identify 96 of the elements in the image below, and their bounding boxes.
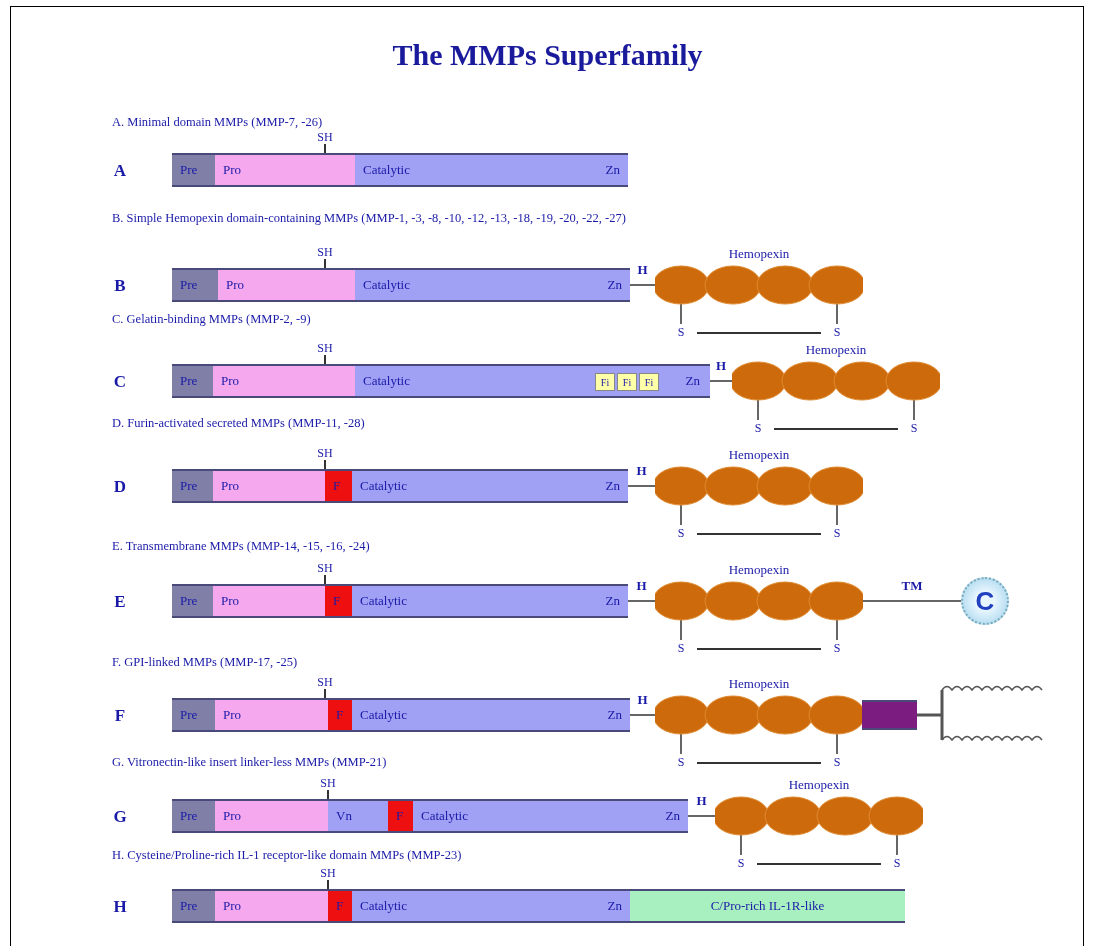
domain-label: Hemopexin — [728, 245, 790, 263]
vitronectin-insert-segment: Vn — [328, 799, 388, 833]
cysteine-switch-label: SH — [317, 447, 333, 459]
diagram-title: The MMPs Superfamily — [391, 38, 704, 72]
domain-label: Hemopexin — [805, 341, 867, 359]
disulfide-label: S — [833, 326, 841, 338]
group-heading: B. Simple Hemopexin domain-containing MMPs (MMP-1, -3, -8, -10, -12, -13, -18, -19, -20, -22, -27) — [112, 211, 626, 225]
group-heading: A. Minimal domain MMPs (MMP-7, -26) — [112, 115, 323, 129]
row-letter: H — [113, 897, 127, 915]
row-letter: C — [113, 372, 127, 390]
domain-label: Zn — [605, 593, 620, 609]
signal-peptide-segment: Pre — [172, 364, 213, 398]
cytoplasmic-tail-circle: C — [961, 577, 1009, 625]
propeptide-segment: Pro — [215, 799, 328, 833]
domain-label: Hemopexin — [788, 776, 850, 794]
group-heading: H. Cysteine/Proline-rich IL-1 receptor-like domain MMPs (MMP-23) — [112, 848, 462, 862]
furin-site-segment: F — [388, 799, 413, 833]
disulfide-label: S — [833, 642, 841, 654]
signal-peptide-segment: Pre — [172, 889, 215, 923]
cysteine-switch-label: SH — [320, 867, 336, 879]
propeptide-segment: Pro — [215, 153, 355, 187]
domain-label: Zn — [665, 808, 680, 824]
disulfide-label: S — [754, 422, 762, 434]
row-letter: F — [114, 706, 126, 724]
catalytic-domain-segment — [352, 698, 630, 732]
domain-label: Catalytic — [363, 277, 410, 293]
disulfide-label: S — [677, 756, 685, 768]
domain-label: Catalytic — [360, 898, 407, 914]
signal-peptide-segment: Pre — [172, 268, 218, 302]
propeptide-segment: Pro — [218, 268, 355, 302]
cysteine-switch-label: SH — [317, 562, 333, 574]
group-heading: D. Furin-activated secreted MMPs (MMP-11, -28) — [112, 416, 365, 430]
propeptide-segment: Pro — [213, 469, 325, 503]
il1r-like-domain-segment: C/Pro-rich IL-1R-like — [630, 889, 905, 923]
cysteine-switch-label: SH — [317, 246, 333, 258]
furin-site-segment: F — [328, 889, 352, 923]
domain-label: Catalytic — [363, 162, 410, 178]
group-heading: E. Transmembrane MMPs (MMP-14, -15, -16, -24) — [112, 539, 370, 553]
row-letter: G — [113, 807, 127, 825]
cysteine-switch-label: SH — [317, 131, 333, 143]
domain-label: Catalytic — [360, 478, 407, 494]
propeptide-segment: Pro — [215, 889, 328, 923]
catalytic-domain-segment — [352, 584, 628, 618]
fibronectin-repeat-box: Fi — [617, 373, 637, 391]
domain-label: Hemopexin — [728, 561, 790, 579]
disulfide-label: S — [737, 857, 745, 869]
domain-label: Catalytic — [363, 373, 410, 389]
signal-peptide-segment: Pre — [172, 799, 215, 833]
furin-site-segment: F — [325, 584, 352, 618]
transmembrane-line — [862, 600, 962, 602]
furin-site-segment: F — [328, 698, 352, 732]
disulfide-label: S — [893, 857, 901, 869]
domain-label: Zn — [605, 162, 620, 178]
disulfide-label: S — [677, 326, 685, 338]
propeptide-segment: Pro — [213, 584, 325, 618]
domain-label: Hemopexin — [728, 446, 790, 464]
row-letter: B — [114, 276, 126, 294]
fibronectin-repeat-box: Fi — [639, 373, 659, 391]
row-letter: D — [113, 477, 127, 495]
catalytic-domain-segment — [352, 889, 630, 923]
domain-label: Zn — [605, 478, 620, 494]
disulfide-label: S — [677, 527, 685, 539]
domain-label: Catalytic — [421, 808, 468, 824]
cysteine-switch-label: SH — [317, 342, 333, 354]
propeptide-segment: Pro — [215, 698, 328, 732]
row-letter: E — [114, 592, 126, 610]
catalytic-domain-segment — [355, 153, 628, 187]
row-letter: A — [113, 161, 127, 179]
furin-site-segment: F — [325, 469, 352, 503]
propeptide-segment: Pro — [213, 364, 355, 398]
domain-label: Catalytic — [360, 593, 407, 609]
cysteine-switch-label: SH — [317, 676, 333, 688]
domain-label: Hemopexin — [728, 675, 790, 693]
gpi-anchor-box — [862, 700, 917, 730]
group-heading: C. Gelatin-binding MMPs (MMP-2, -9) — [112, 312, 311, 326]
disulfide-label: S — [677, 642, 685, 654]
disulfide-label: S — [910, 422, 918, 434]
domain-label: Zn — [607, 898, 622, 914]
domain-label: Zn — [607, 277, 622, 293]
catalytic-domain-segment — [355, 268, 630, 302]
cysteine-switch-label: SH — [320, 777, 336, 789]
catalytic-domain-segment — [352, 469, 628, 503]
group-heading: G. Vitronectin-like insert linker-less MMPs (MMP-21) — [112, 755, 387, 769]
signal-peptide-segment: Pre — [172, 153, 215, 187]
fibronectin-repeat-box: Fi — [595, 373, 615, 391]
domain-label: Zn — [607, 707, 622, 723]
signal-peptide-segment: Pre — [172, 698, 215, 732]
domain-label: Zn — [685, 373, 700, 389]
catalytic-domain-segment — [413, 799, 688, 833]
domain-label: Catalytic — [360, 707, 407, 723]
disulfide-label: S — [833, 527, 841, 539]
catalytic-domain-segment — [355, 364, 710, 398]
disulfide-label: S — [833, 756, 841, 768]
signal-peptide-segment: Pre — [172, 584, 213, 618]
group-heading: F. GPI-linked MMPs (MMP-17, -25) — [112, 655, 298, 669]
signal-peptide-segment: Pre — [172, 469, 213, 503]
